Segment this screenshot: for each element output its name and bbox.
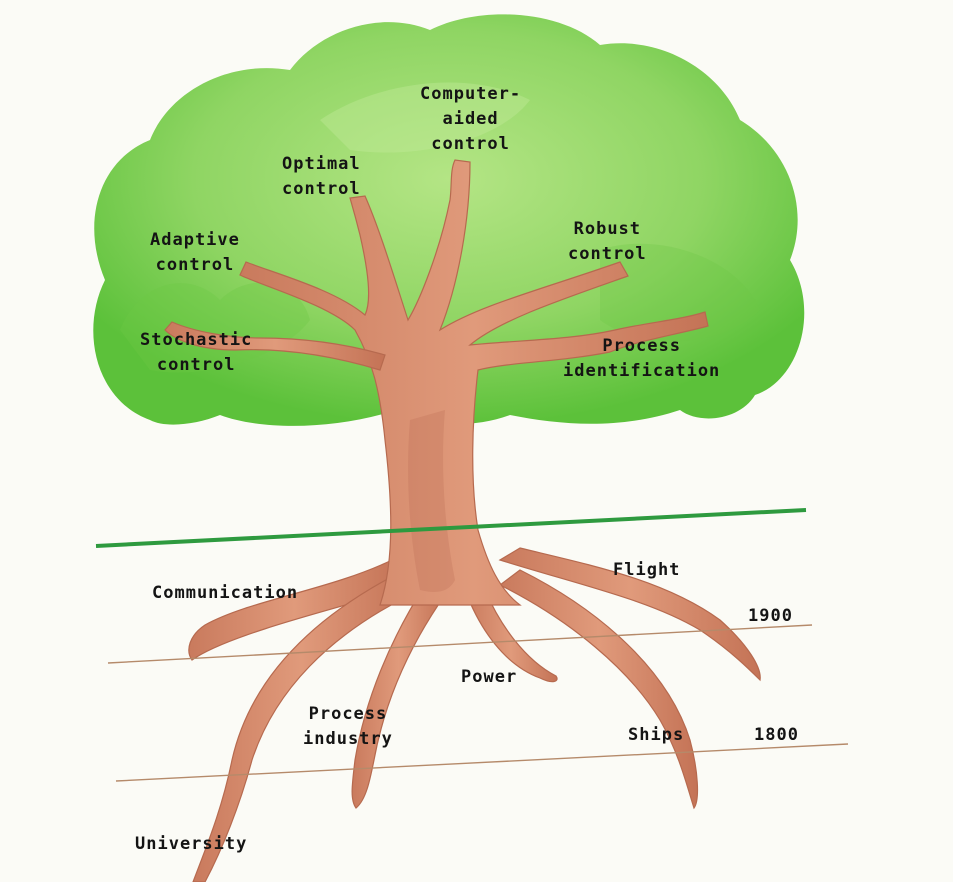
label-line: identification xyxy=(563,361,721,381)
label-line: control xyxy=(568,244,647,264)
label-flight: Flight xyxy=(613,560,681,580)
label-university: University xyxy=(135,834,248,854)
label-optimal-control: Optimal control xyxy=(282,152,361,202)
branch-stochastic xyxy=(164,321,386,371)
label-line: control xyxy=(156,355,236,375)
label-process-industry: Process industry xyxy=(303,702,393,752)
label-ships: Ships xyxy=(628,725,685,745)
label-stochastic-control: Stochastic control xyxy=(140,328,252,378)
label-line: control xyxy=(282,179,361,199)
label-power: Power xyxy=(461,667,518,687)
label-communication: Communication xyxy=(152,583,299,603)
root-process-industry xyxy=(351,584,446,809)
label-line: aided xyxy=(442,109,499,129)
root-communication xyxy=(188,559,401,661)
timeline-line-1800 xyxy=(115,743,849,782)
root-university xyxy=(192,574,411,882)
label-computer-aided-control: Computer- aided control xyxy=(420,82,521,157)
root-ships xyxy=(498,569,699,810)
label-robust-control: Robust control xyxy=(568,217,647,267)
label-line: industry xyxy=(303,729,393,749)
tree-trunk xyxy=(164,159,709,606)
label-adaptive-control: Adaptive control xyxy=(150,228,240,278)
label-line: control xyxy=(431,134,510,154)
label-line: control xyxy=(155,255,235,275)
tree-roots xyxy=(188,547,761,882)
timeline-year-1900: 1900 xyxy=(748,606,793,626)
timeline-line-1900 xyxy=(107,624,813,664)
label-line: Optimal xyxy=(282,154,361,174)
label-line: Process xyxy=(308,704,388,724)
label-process-identification: Process identification xyxy=(563,334,720,384)
timeline-year-1800: 1800 xyxy=(754,725,799,745)
label-line: Stochastic xyxy=(140,330,253,350)
ground-line xyxy=(95,508,807,548)
label-line: Process xyxy=(602,336,681,356)
root-power xyxy=(464,589,558,683)
root-flight xyxy=(498,547,761,682)
label-line: Robust xyxy=(573,219,642,239)
label-line: Computer- xyxy=(420,84,522,104)
label-line: Adaptive xyxy=(150,230,240,250)
